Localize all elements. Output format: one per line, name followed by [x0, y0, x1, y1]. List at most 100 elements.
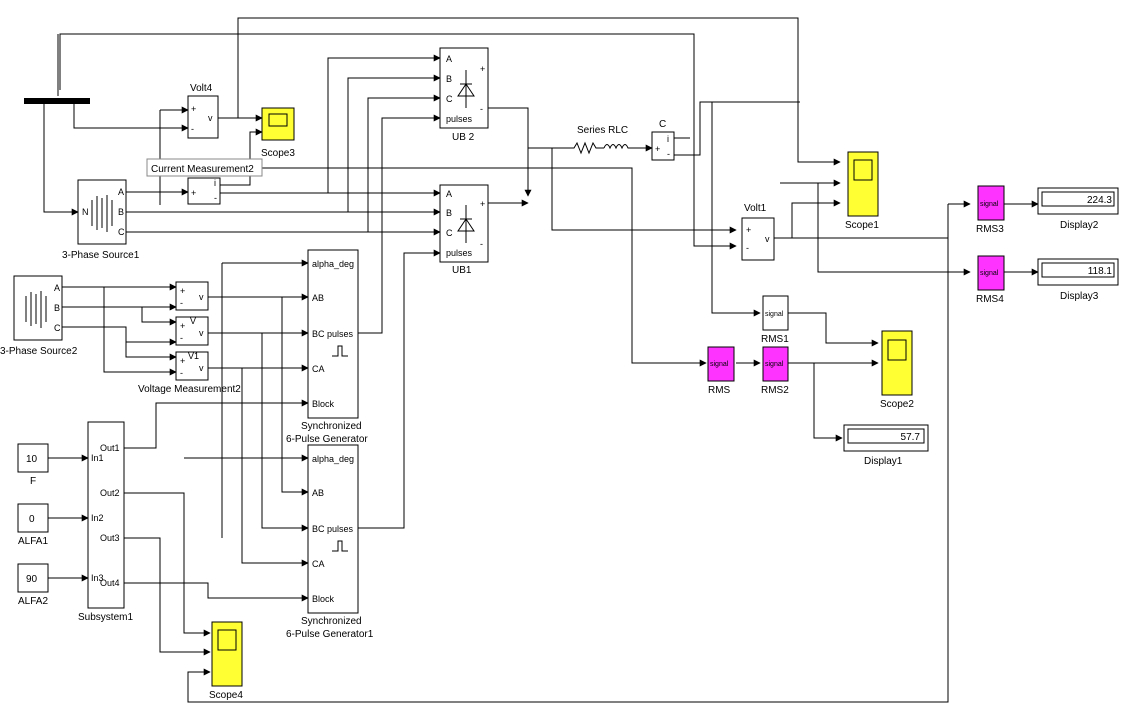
- svg-text:N: N: [82, 207, 89, 217]
- svg-text:A: A: [54, 283, 60, 293]
- scope1-block[interactable]: Scope1: [845, 151, 879, 231]
- svg-text:C: C: [118, 227, 125, 237]
- display3-value: 118.1: [1088, 266, 1113, 277]
- display1-value: 57.7: [901, 432, 921, 443]
- rms2-block[interactable]: signal RMS2: [761, 346, 789, 396]
- pulse-generator1-block[interactable]: alpha_deg AB BC CA Block pulses Synchron…: [286, 444, 374, 640]
- current-measurement-block[interactable]: + i - Current Measurement2: [146, 158, 263, 205]
- scope4-block[interactable]: Scope4: [209, 621, 243, 701]
- display2-label: Display2: [1060, 220, 1099, 231]
- svg-text:CA: CA: [312, 364, 325, 374]
- svg-text:C: C: [446, 94, 453, 104]
- voltage-meas-bc-block[interactable]: + - v V: [175, 316, 209, 346]
- svg-text:v: v: [199, 292, 204, 302]
- constant-f-value: 10: [26, 454, 38, 465]
- svg-text:alpha_deg: alpha_deg: [312, 259, 354, 269]
- svg-text:V1: V1: [188, 351, 199, 361]
- display2-block[interactable]: 224.3 Display2: [1037, 187, 1119, 231]
- constant-alfa1-label: ALFA1: [18, 536, 48, 547]
- svg-text:A: A: [446, 54, 452, 64]
- rms-block[interactable]: signal RMS: [707, 346, 735, 396]
- rms1-block[interactable]: signal RMS1: [761, 295, 789, 345]
- svg-text:-: -: [214, 193, 217, 203]
- svg-text:AB: AB: [312, 293, 324, 303]
- constant-alfa1-block[interactable]: 0 ALFA1: [17, 503, 49, 547]
- svg-text:BC: BC: [312, 524, 325, 534]
- ub1-label: UB1: [452, 265, 472, 276]
- scope3-label: Scope3: [261, 148, 295, 159]
- svg-text:V: V: [190, 316, 196, 326]
- rms3-block[interactable]: signal RMS3: [976, 185, 1005, 235]
- subsystem1-block[interactable]: In1 In2 In3 Out1 Out2 Out3 Out4 Subsyste…: [78, 421, 133, 623]
- svg-text:signal: signal: [980, 270, 999, 277]
- volt1-label: Volt1: [744, 203, 767, 214]
- svg-text:signal: signal: [980, 201, 999, 208]
- c-measurement-block[interactable]: + i - C: [651, 119, 675, 161]
- constant-alfa2-block[interactable]: 90 ALFA2: [17, 563, 49, 607]
- scope3-block[interactable]: Scope3: [261, 107, 295, 159]
- volt4-label: Volt4: [190, 83, 213, 94]
- volt4-block[interactable]: + - v Volt4: [187, 83, 219, 139]
- svg-text:-: -: [180, 298, 183, 308]
- scope2-label: Scope2: [880, 399, 914, 410]
- svg-text:+: +: [746, 225, 751, 235]
- three-phase-source1-block[interactable]: N A B C 3-Phase Source1: [62, 179, 140, 261]
- svg-text:C: C: [54, 323, 61, 333]
- svg-text:+: +: [180, 286, 185, 296]
- svg-text:+: +: [180, 321, 185, 331]
- display1-block[interactable]: 57.7 Display1: [843, 424, 929, 467]
- svg-text:+: +: [480, 199, 485, 209]
- display3-label: Display3: [1060, 291, 1099, 302]
- rms4-block[interactable]: signal RMS4: [976, 255, 1005, 305]
- svg-text:pulses: pulses: [327, 524, 354, 534]
- display1-label: Display1: [864, 456, 903, 467]
- svg-text:B: B: [446, 208, 452, 218]
- svg-text:In1: In1: [91, 453, 104, 463]
- pulse-generator-block[interactable]: alpha_deg AB BC CA Block pulses Synchron…: [286, 249, 368, 445]
- constant-f-block[interactable]: 10 F: [17, 443, 49, 487]
- constant-alfa2-label: ALFA2: [18, 596, 48, 607]
- svg-text:-: -: [191, 124, 194, 134]
- scope2-block[interactable]: Scope2: [880, 330, 914, 410]
- rms2-label: RMS2: [761, 385, 789, 396]
- pulse-generator-label-1: Synchronized: [301, 421, 362, 432]
- source2-label: 3-Phase Source2: [0, 346, 78, 357]
- svg-text:+: +: [655, 144, 660, 154]
- ub2-label: UB 2: [452, 132, 475, 143]
- ub2-bridge-block[interactable]: A B C pulses + - UB 2: [439, 47, 489, 143]
- pulse-generator1-label-2: 6-Pulse Generator1: [286, 629, 374, 640]
- svg-text:v: v: [208, 113, 213, 123]
- svg-text:B: B: [118, 207, 124, 217]
- voltage-meas-ab-block[interactable]: + - v: [175, 281, 209, 311]
- voltage-measurement-label: Voltage Measurement2: [138, 384, 241, 395]
- bus-bar[interactable]: [24, 98, 90, 104]
- svg-text:signal: signal: [710, 361, 729, 368]
- scope4-label: Scope4: [209, 690, 243, 701]
- rms-label: RMS: [708, 385, 731, 396]
- svg-text:C: C: [446, 228, 453, 238]
- display3-block[interactable]: 118.1 Display3: [1037, 258, 1119, 302]
- svg-text:-: -: [180, 368, 183, 378]
- ub1-bridge-block[interactable]: A B C pulses + - UB1: [439, 184, 489, 276]
- svg-text:+: +: [180, 356, 185, 366]
- current-measurement-label: Current Measurement2: [151, 164, 254, 175]
- volt1-block[interactable]: + - v Volt1: [741, 203, 775, 261]
- svg-text:signal: signal: [765, 311, 784, 318]
- svg-text:Block: Block: [312, 594, 335, 604]
- svg-text:In3: In3: [91, 573, 104, 583]
- rms4-label: RMS4: [976, 294, 1004, 305]
- svg-text:CA: CA: [312, 559, 325, 569]
- voltage-meas-ca-block[interactable]: + - v V1 Voltage Measurement2: [138, 351, 241, 395]
- svg-text:AB: AB: [312, 488, 324, 498]
- constant-alfa2-value: 90: [26, 574, 38, 585]
- series-rlc-block[interactable]: Series RLC: [564, 125, 630, 155]
- svg-text:B: B: [446, 74, 452, 84]
- svg-text:-: -: [480, 239, 483, 249]
- svg-text:A: A: [446, 189, 452, 199]
- three-phase-source2-block[interactable]: A B C 3-Phase Source2: [0, 275, 78, 357]
- scope1-label: Scope1: [845, 220, 879, 231]
- rms1-label: RMS1: [761, 334, 789, 345]
- svg-text:-: -: [746, 243, 749, 253]
- svg-text:alpha_deg: alpha_deg: [312, 454, 354, 464]
